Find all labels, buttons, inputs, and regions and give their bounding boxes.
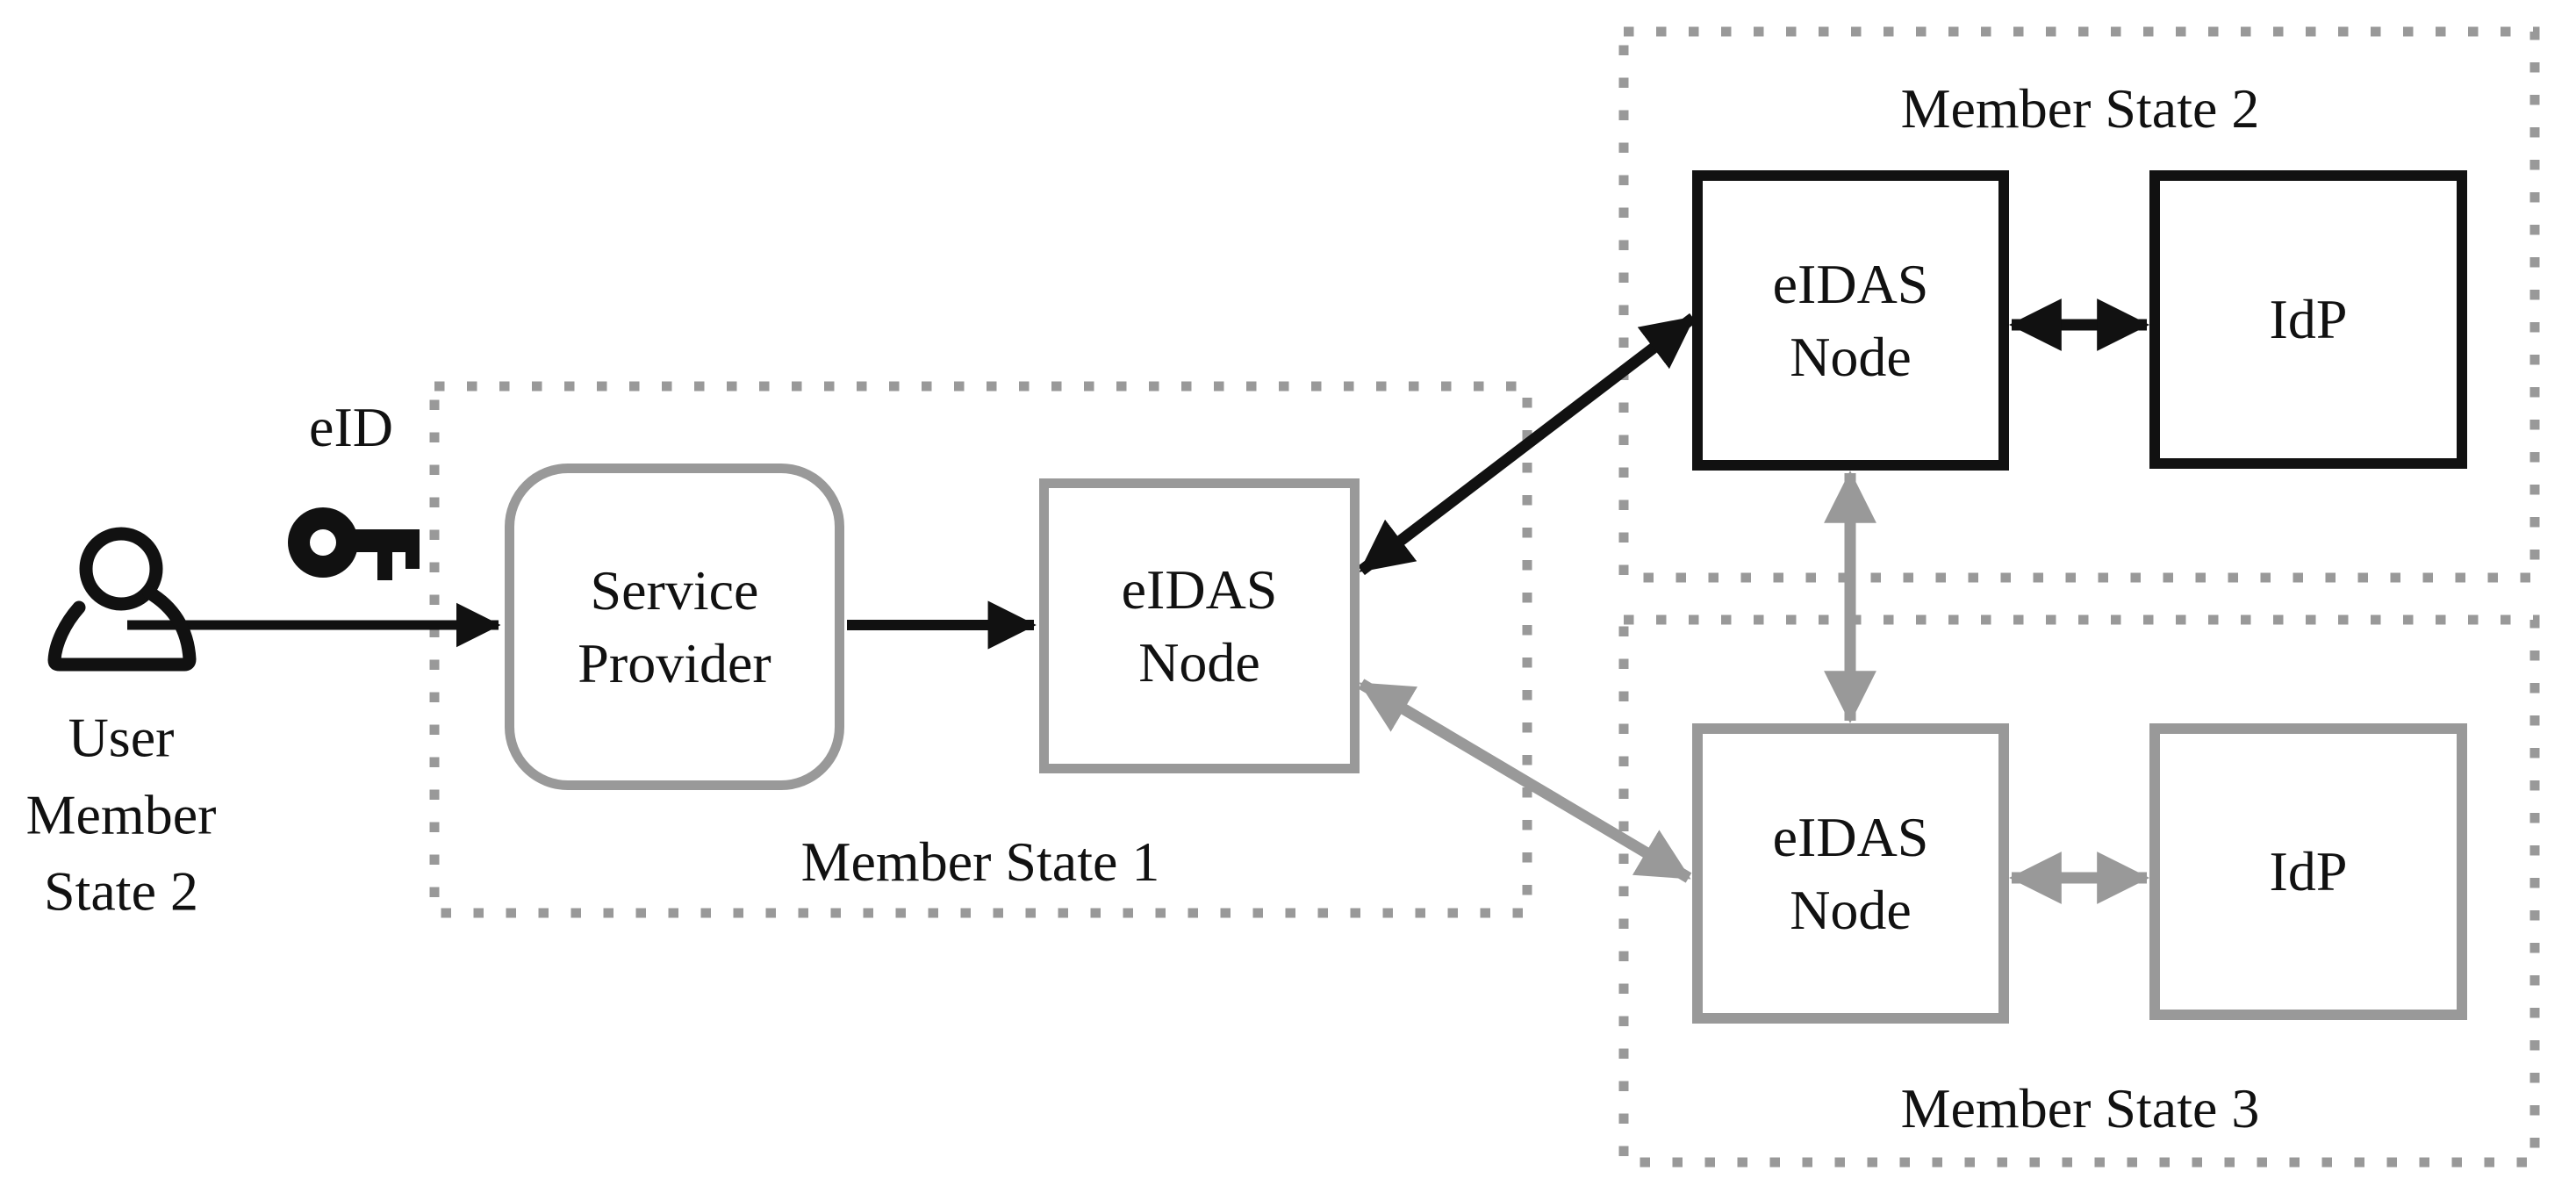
user-label-line3: State 2 [44, 859, 198, 923]
member-state-2-label: Member State 2 [1900, 77, 2260, 140]
arrow-node-ms1-to-node-ms3 [1358, 679, 1692, 883]
eidas-node-ms3-label: eIDAS Node [1772, 805, 1929, 941]
member-state-1-label: Member State 1 [800, 830, 1160, 893]
idp-ms3-label: IdP [2269, 840, 2348, 903]
eidas-node-ms3-box: eIDAS Node [1692, 723, 2009, 1024]
idp-ms2-label: IdP [2269, 288, 2348, 351]
service-provider-box: Service Provider [505, 464, 844, 790]
eidas-node-ms2-box: eIDAS Node [1692, 170, 2009, 471]
member-state-3-label: Member State 3 [1900, 1077, 2260, 1139]
user-icon [47, 527, 197, 672]
user-label-line2: Member [25, 783, 217, 846]
eidas-node-ms2-label: eIDAS Node [1772, 252, 1929, 388]
user-label: User Member State 2 [26, 699, 217, 930]
user-label-line1: User [68, 706, 175, 769]
eidas-node-ms1-box: eIDAS Node [1039, 478, 1360, 773]
member-state-3-boundary [1618, 614, 2540, 1168]
service-provider-label: Service Provider [578, 558, 771, 694]
eid-label: eID [309, 396, 393, 458]
idp-ms3-box: IdP [2149, 723, 2467, 1020]
arrow-node-ms1-to-node-ms2 [1358, 313, 1697, 576]
eidas-node-ms1-label: eIDAS Node [1121, 557, 1278, 694]
member-state-2-boundary [1618, 26, 2540, 583]
key-icon [288, 507, 420, 580]
idp-ms2-box: IdP [2149, 170, 2467, 469]
